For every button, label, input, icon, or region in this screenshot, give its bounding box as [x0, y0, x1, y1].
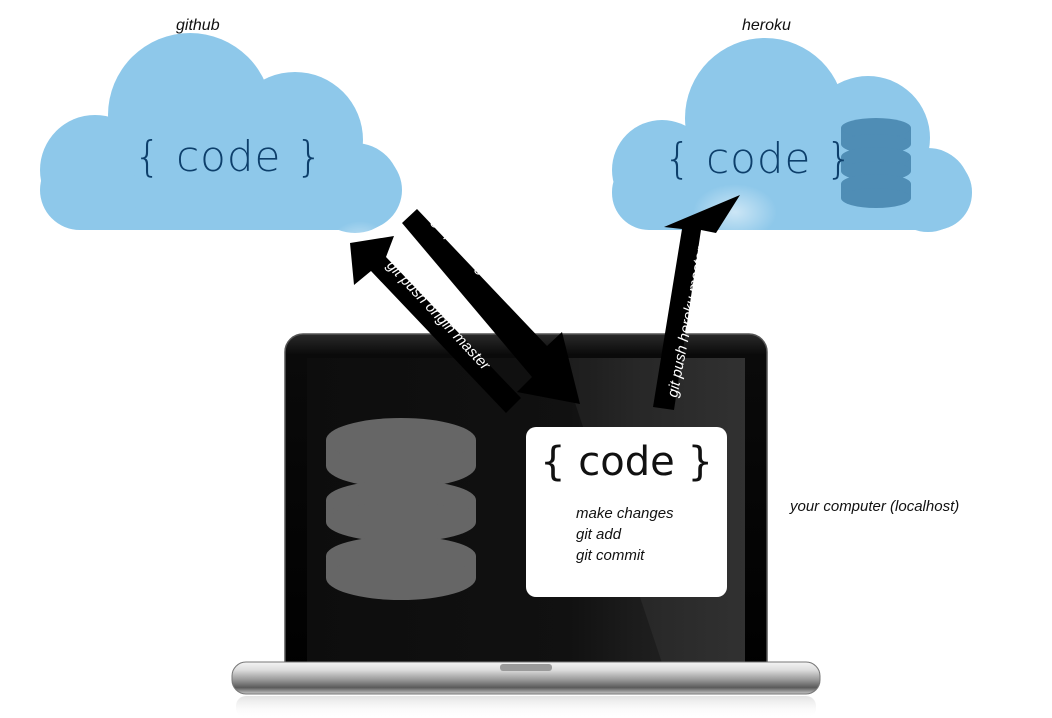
- command-git-add: git add: [576, 526, 622, 543]
- command-list: make changes git add git commit: [576, 503, 674, 566]
- local-database-icon: [326, 418, 476, 600]
- local-code-box: { code } make changes git add git commit: [526, 427, 727, 597]
- git-push-origin-arrow: [350, 236, 521, 413]
- laptop-notch: [500, 664, 552, 671]
- heroku-code-text: { code }: [664, 134, 854, 183]
- github-cloud: [40, 33, 402, 233]
- heroku-label: heroku: [742, 17, 791, 34]
- github-label: github: [176, 17, 220, 34]
- command-make-changes: make changes: [576, 505, 674, 522]
- laptop-base: [231, 661, 821, 695]
- github-code-text: { code }: [134, 132, 324, 181]
- local-computer-label: your computer (localhost): [790, 498, 960, 515]
- laptop-reflection: [236, 696, 816, 718]
- heroku-database-icon: [841, 118, 911, 208]
- git-push-heroku-arrow: [653, 195, 740, 410]
- command-git-commit: git commit: [576, 547, 645, 564]
- local-code-text: { code }: [540, 439, 713, 485]
- git-pull-origin-arrow: [402, 209, 580, 404]
